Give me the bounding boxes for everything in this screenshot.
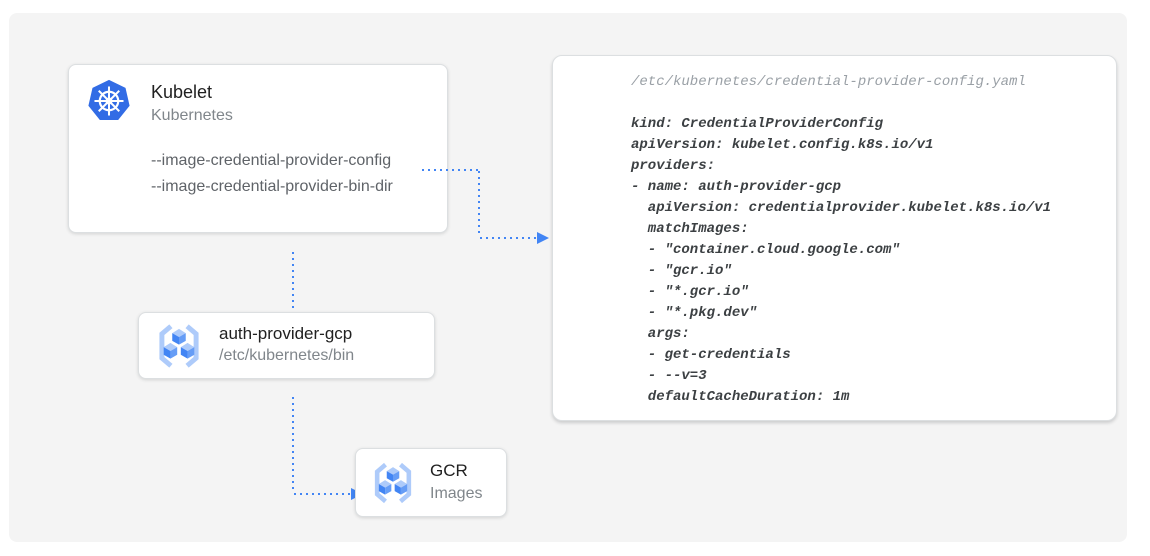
auth-provider-gcp-title: auth-provider-gcp	[219, 324, 353, 343]
yaml-filename: /etc/kubernetes/credential-provider-conf…	[631, 74, 1026, 90]
container-registry-icon	[368, 461, 418, 505]
auth-provider-gcp-path: /etc/kubernetes/bin	[219, 347, 355, 364]
container-registry-icon	[152, 323, 206, 369]
kubernetes-helm-icon	[87, 79, 131, 123]
yaml-code: kind: CredentialProviderConfig apiVersio…	[631, 116, 1052, 405]
connector-config-to-yaml-segment	[422, 169, 479, 171]
credential-provider-config-panel: /etc/kubernetes/credential-provider-conf…	[552, 55, 1117, 421]
arrowhead-to-yaml-icon	[537, 232, 549, 244]
flag-credential-provider-config: --image-credential-provider-config	[151, 152, 392, 169]
kubelet-card: Kubelet Kubernetes --image-credential-pr…	[68, 64, 448, 233]
kubelet-flags: --image-credential-provider-config --ima…	[151, 148, 393, 200]
kubelet-card-title: Kubelet	[151, 82, 213, 102]
diagram-canvas: Kubelet Kubernetes --image-credential-pr…	[9, 13, 1127, 542]
flag-credential-provider-bin-dir: --image-credential-provider-bin-dir	[151, 178, 393, 195]
connector-kubelet-to-authprovider-segment	[292, 252, 294, 313]
auth-provider-gcp-card: auth-provider-gcp /etc/kubernetes/bin	[138, 312, 435, 379]
gcr-card-title: GCR	[430, 461, 468, 480]
kubelet-card-subtitle: Kubernetes	[151, 107, 233, 124]
gcr-card: GCR Images	[355, 448, 507, 517]
connector-config-to-yaml-segment	[480, 237, 537, 239]
connector-authprovider-to-gcr-segment	[292, 397, 294, 492]
connector-config-to-yaml-segment	[478, 171, 480, 235]
gcr-card-subtitle: Images	[430, 485, 483, 502]
connector-authprovider-to-gcr-segment	[294, 493, 351, 495]
